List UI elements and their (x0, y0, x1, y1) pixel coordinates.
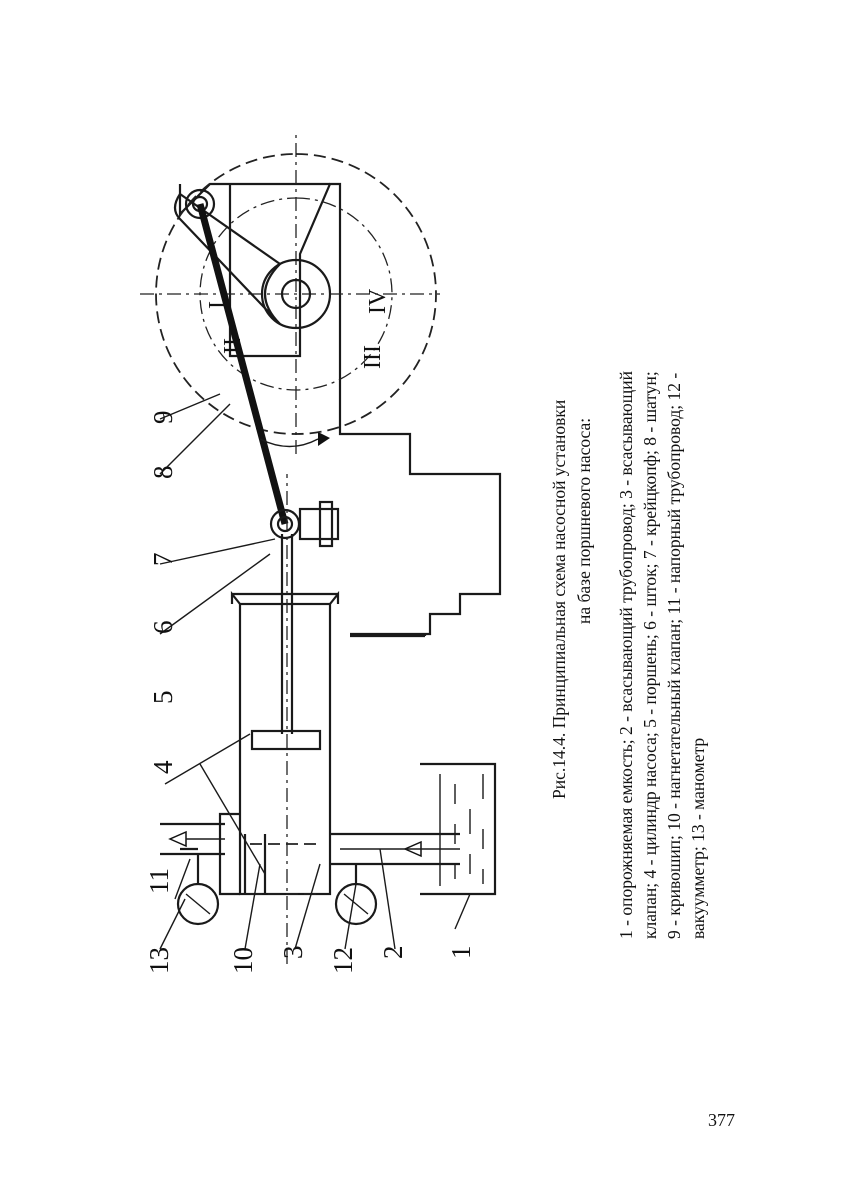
supply-tank (420, 762, 497, 896)
quadrant-IV: IV (365, 288, 391, 314)
discharge-pipe (243, 834, 267, 894)
leader-lines (159, 393, 471, 950)
discharge-pipe-vertical (160, 822, 225, 856)
label-5: 5 (148, 691, 178, 705)
label-4: 4 (148, 760, 178, 774)
caption-legend-line4: вакуумметр; 13 - манометр (688, 738, 708, 939)
label-6: 6 (148, 621, 178, 635)
crank-hub (260, 258, 332, 330)
piston (250, 729, 322, 751)
label-9: 9 (148, 411, 178, 425)
label-7: 7 (148, 553, 178, 567)
crank-pin-outer (184, 188, 216, 220)
pump-cylinder (238, 602, 332, 896)
label-2: 2 (378, 946, 408, 960)
label-12: 12 (328, 947, 358, 974)
label-13: 13 (144, 947, 174, 974)
caption-title-line1: Рис.14.4. Принципиальная схема насосной … (549, 400, 569, 799)
quadrant-III: III (360, 345, 386, 369)
caption-legend-line2: клапан; 4 - цилиндр насоса; 5 - поршень;… (640, 371, 660, 939)
tank-liquid (439, 774, 484, 886)
quadrant-I: I (205, 301, 231, 309)
figure-caption: Рис.14.4. Принципиальная схема насосной … (549, 371, 708, 939)
label-8: 8 (148, 466, 178, 480)
label-3: 3 (278, 946, 308, 960)
vacuummeter-needle (343, 893, 369, 915)
rotation-arrow (259, 438, 319, 448)
label-11: 11 (144, 868, 174, 894)
crank-shaft (280, 278, 312, 310)
quadrant-II: II (220, 338, 246, 354)
page-number: 377 (708, 1110, 735, 1130)
label-1: 1 (446, 946, 476, 960)
cylinder-flange (230, 590, 340, 605)
caption-title-line2: на базе поршневого насоса: (574, 418, 594, 624)
suction-pipe (330, 832, 460, 866)
discharge-flow-arrow (168, 830, 187, 848)
pump-diagram: 1 2 12 3 10 11 13 4 5 6 7 8 9 I II III I… (140, 134, 502, 974)
caption-legend-line1: 1 - опорожняемая емкость; 2 - всасывающи… (616, 371, 636, 939)
crank-arm (173, 192, 282, 325)
manometer-needle (185, 893, 211, 915)
caption-legend-line3: 9 - кривошип; 10 - нагнетательный клапан… (664, 373, 684, 939)
crosshead-guide-top (318, 500, 334, 548)
rotation-arrowhead (318, 432, 330, 446)
rotated-figure-group: 1 2 12 3 10 11 13 4 5 6 7 8 9 I II III I… (140, 134, 708, 974)
machine-frame (228, 182, 502, 636)
crosshead-inner (276, 515, 294, 533)
connecting-rod (196, 203, 289, 525)
label-10: 10 (228, 947, 258, 974)
